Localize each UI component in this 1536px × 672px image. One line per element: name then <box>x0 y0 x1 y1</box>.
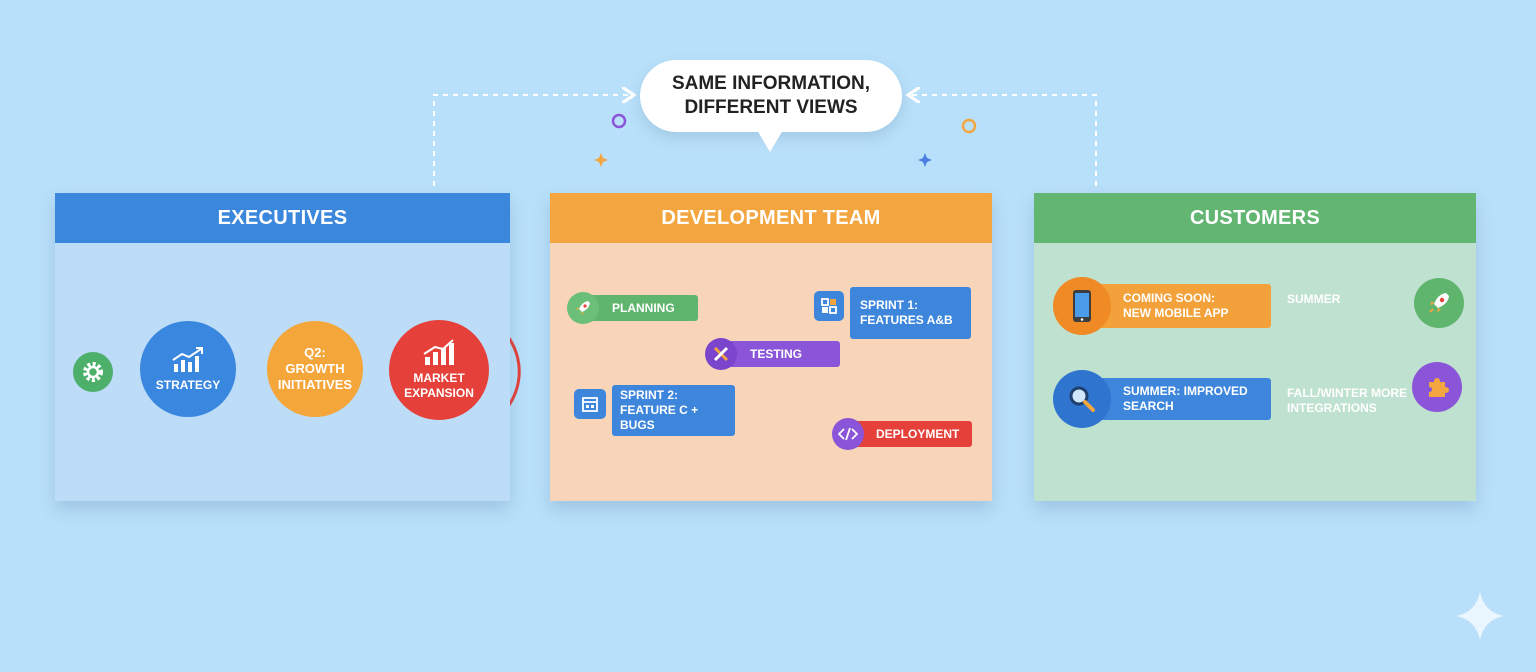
decor-ring-purple <box>611 113 627 129</box>
rocket-icon <box>567 292 599 324</box>
code-icon <box>832 418 864 450</box>
board-icon <box>814 291 844 321</box>
sprint-1-label: SPRINT 1: FEATURES A&B <box>860 298 953 327</box>
integrations-label: FALL/WINTER MORE INTEGRATIONS <box>1287 386 1407 415</box>
sprint-2-label: SPRINT 2: FEATURE C + BUGS <box>620 388 699 432</box>
planning-node: PLANNING <box>585 295 698 321</box>
sprint-1-node: SPRINT 1: FEATURES A&B <box>850 287 971 339</box>
customers-panel: CUSTOMERS <box>1034 193 1476 501</box>
planning-label: PLANNING <box>612 300 675 315</box>
callout-bubble: SAME INFORMATION, DIFFERENT VIEWS <box>640 60 902 132</box>
growth-initiatives-circle: Q2: GROWTH INITIATIVES <box>267 321 363 417</box>
sprint-2-node: SPRINT 2: FEATURE C + BUGS <box>612 385 735 436</box>
mobile-app-label: COMING SOON: NEW MOBILE APP <box>1123 291 1229 320</box>
testing-label: TESTING <box>750 346 803 361</box>
decor-star-orange <box>594 153 608 167</box>
bar-chart-growth-icon <box>423 339 454 365</box>
development-team-header: DEVELOPMENT TEAM <box>550 193 992 243</box>
decor-star-blue <box>918 153 932 167</box>
corner-sparkle-icon <box>1456 592 1504 640</box>
dashed-connector-right <box>910 95 1097 186</box>
customers-header: CUSTOMERS <box>1034 193 1476 243</box>
bar-chart-trend-icon <box>172 346 203 372</box>
market-expansion-circle: MARKET EXPANSION <box>389 320 489 420</box>
executives-header: EXECUTIVES <box>55 193 510 243</box>
summer-label: SUMMER <box>1287 292 1341 306</box>
tools-icon <box>705 338 737 370</box>
puzzle-icon <box>1412 362 1462 412</box>
rocket-icon <box>1414 278 1464 328</box>
testing-node: TESTING <box>722 341 840 367</box>
calendar-icon <box>574 389 606 419</box>
gear-icon <box>73 352 113 392</box>
strategy-circle: STRATEGY <box>140 321 236 417</box>
market-expansion-label: MARKET EXPANSION <box>404 371 474 400</box>
improved-search-label: SUMMER: IMPROVED SEARCH <box>1123 384 1248 413</box>
strategy-label: STRATEGY <box>155 377 221 392</box>
smartphone-icon <box>1053 277 1111 335</box>
mobile-app-item: COMING SOON: NEW MOBILE APP <box>1085 284 1271 328</box>
growth-initiatives-label: Q2: GROWTH INITIATIVES <box>277 345 353 392</box>
callout-tail <box>757 130 783 152</box>
deployment-label: DEPLOYMENT <box>876 426 960 441</box>
magnifier-icon <box>1053 370 1111 428</box>
improved-search-item: SUMMER: IMPROVED SEARCH <box>1085 378 1271 420</box>
decor-ring-orange <box>961 118 977 134</box>
callout-text: SAME INFORMATION, DIFFERENT VIEWS <box>671 73 871 118</box>
dashed-connector-left <box>433 95 632 186</box>
deployment-node: DEPLOYMENT <box>850 421 972 447</box>
